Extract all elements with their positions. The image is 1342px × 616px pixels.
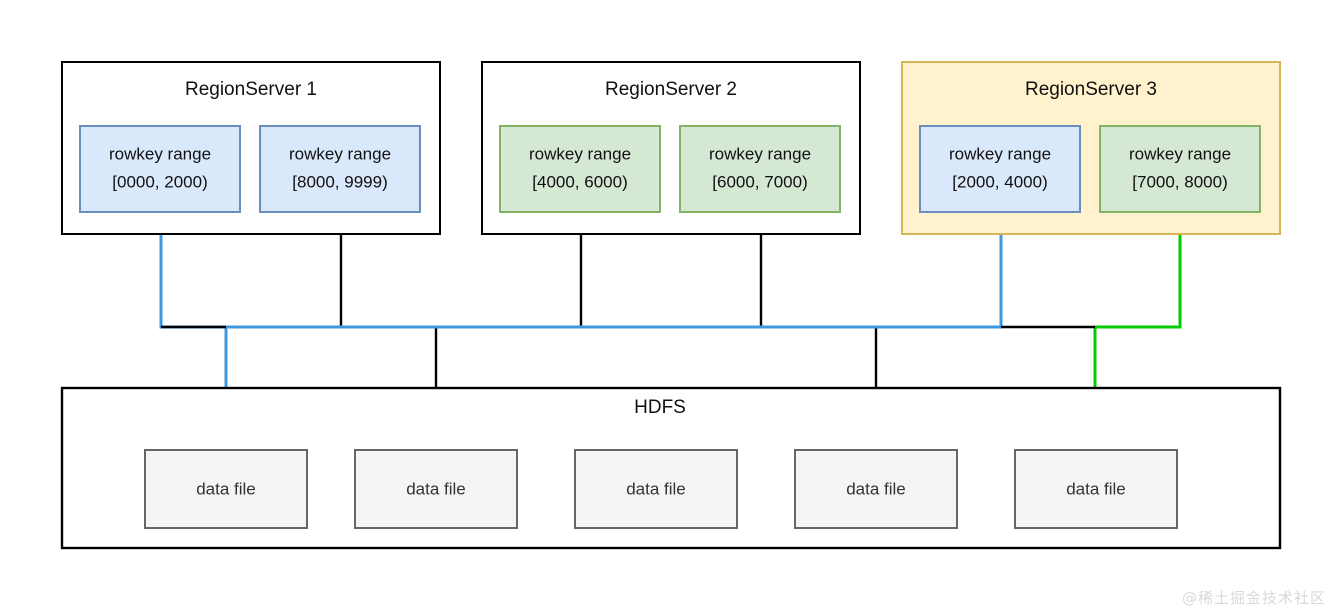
region-label-line1: rowkey range xyxy=(109,144,211,163)
region-label-line1: rowkey range xyxy=(1129,144,1231,163)
data-file-box-5[interactable] xyxy=(1014,449,1178,529)
region-label-line1: rowkey range xyxy=(949,144,1051,163)
region-box-1[interactable] xyxy=(79,125,241,213)
data-file-box-2[interactable] xyxy=(354,449,518,529)
region-label-line1: rowkey range xyxy=(529,144,631,163)
data-file-box-3[interactable] xyxy=(574,449,738,529)
data-file-label: data file xyxy=(626,479,686,498)
regionserver-group-2: RegionServer 2 rowkey range [4000, 6000) ro… xyxy=(481,61,861,235)
watermark: @稀土掘金技术社区 xyxy=(1181,589,1326,607)
region-label-line2: [8000, 9999) xyxy=(292,172,387,191)
region-label-line2: [0000, 2000) xyxy=(112,172,207,191)
region-label-line2: [6000, 7000) xyxy=(712,172,807,191)
connector-layer xyxy=(159,234,1182,451)
connector-rs3-region1-blue-bus xyxy=(226,234,1003,329)
data-file-label: data file xyxy=(846,479,906,498)
regionserver-group-1: RegionServer 1 rowkey range [0000, 2000) ro… xyxy=(61,61,441,235)
data-file-label: data file xyxy=(1066,479,1126,498)
region-label-line2: [4000, 6000) xyxy=(532,172,627,191)
region-label-line1: rowkey range xyxy=(709,144,811,163)
data-file-label: data file xyxy=(196,479,256,498)
regionserver-layer: RegionServer 1 rowkey range [0000, 2000) ro… xyxy=(61,61,1281,235)
data-file-box-1[interactable] xyxy=(144,449,308,529)
connector-rs3-region2-to-datafile5 xyxy=(1088,234,1182,451)
region-label-line2: [2000, 4000) xyxy=(952,172,1047,191)
regionserver-title: RegionServer 2 xyxy=(605,79,737,100)
region-box-1[interactable] xyxy=(919,125,1081,213)
data-file-box-4[interactable] xyxy=(794,449,958,529)
regionserver-title: RegionServer 3 xyxy=(1025,79,1157,100)
hdfs-title: HDFS xyxy=(634,397,686,418)
regionserver-title: RegionServer 1 xyxy=(185,79,317,100)
region-box-2[interactable] xyxy=(679,125,841,213)
hdfs-layer: HDFS data file data file data file data file… xyxy=(60,386,1282,550)
region-box-2[interactable] xyxy=(1099,125,1261,213)
region-box-1[interactable] xyxy=(499,125,661,213)
data-file-label: data file xyxy=(406,479,466,498)
region-label-line2: [7000, 8000) xyxy=(1132,172,1227,191)
regionserver-group-3: RegionServer 3 rowkey range [2000, 4000) ro… xyxy=(901,61,1281,235)
region-label-line1: rowkey range xyxy=(289,144,391,163)
region-box-2[interactable] xyxy=(259,125,421,213)
